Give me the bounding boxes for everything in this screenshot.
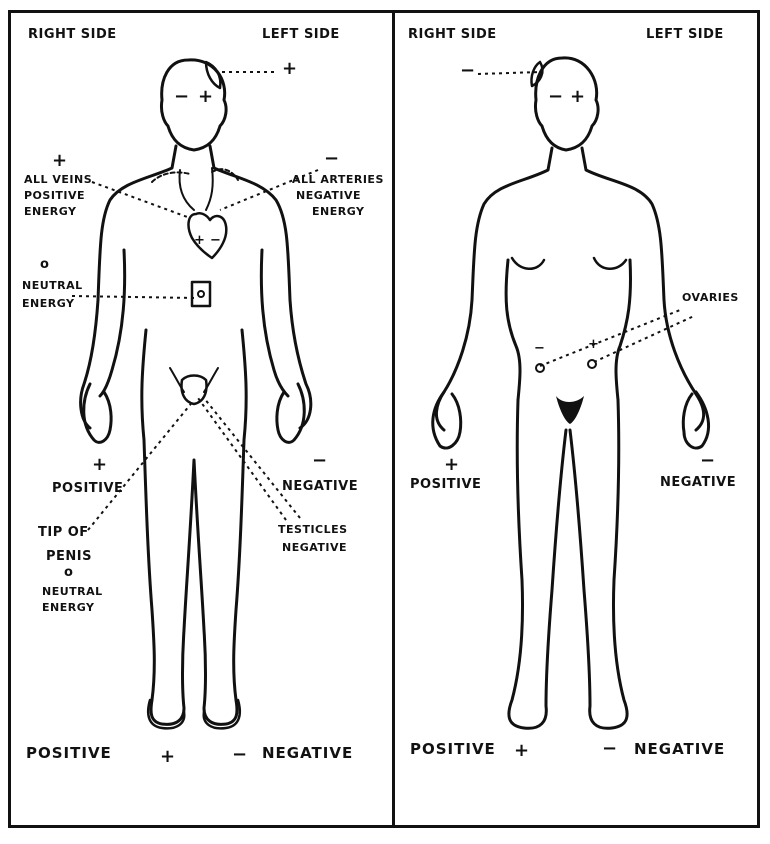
female-pubic: [556, 396, 584, 424]
female-waist: [506, 260, 630, 400]
leader-ovary-2: [594, 316, 694, 362]
leader-ovary-1: [540, 310, 680, 366]
female-left-hand: [683, 392, 708, 448]
veins-sign: +: [52, 152, 68, 171]
tip-line4: ENERGY: [42, 602, 94, 614]
leader-female-head: [478, 72, 540, 74]
tip-line3: NEUTRAL: [42, 586, 103, 598]
neutral-line1: NEUTRAL: [22, 280, 83, 292]
tip-line1: TIP OF: [38, 526, 89, 540]
veins-line2: POSITIVE: [24, 190, 85, 202]
arteries-sign: −: [324, 150, 340, 169]
female-footer-negative: NEGATIVE: [634, 742, 725, 758]
male-navel-box: [192, 282, 210, 306]
male-navel-dot: [198, 291, 204, 297]
female-header-left-side: LEFT SIDE: [646, 28, 724, 42]
male-legs-outline: [142, 330, 246, 724]
male-footer-plus: +: [160, 748, 176, 767]
male-left-hand-label: NEGATIVE: [282, 480, 358, 494]
male-header-left-side: LEFT SIDE: [262, 28, 340, 42]
male-footer-minus: −: [232, 746, 248, 765]
male-footer-negative: NEGATIVE: [262, 746, 353, 762]
arteries-line1: ALL ARTERIES: [292, 174, 384, 186]
female-head: [535, 58, 598, 150]
ovary-minus: −: [534, 342, 545, 356]
leader-neutral: [72, 296, 196, 298]
tip-line2: PENIS: [46, 550, 92, 564]
ovary-plus: +: [588, 338, 599, 352]
male-header-right-side: RIGHT SIDE: [28, 28, 117, 42]
male-face-plus: +: [198, 88, 214, 107]
neutral-line2: ENERGY: [22, 298, 74, 310]
female-right-hand-label: POSITIVE: [410, 478, 481, 492]
female-head-minus: −: [460, 62, 476, 81]
male-right-hand-sign: +: [92, 456, 108, 475]
male-head: [161, 60, 226, 150]
heart-plus: +: [194, 234, 205, 248]
male-inner-arm-right: [100, 250, 125, 396]
female-ear-patch: [531, 62, 542, 86]
female-breasts: [512, 258, 626, 269]
female-figure: [433, 58, 709, 728]
arteries-line2: NEGATIVE: [296, 190, 361, 202]
arteries-line3: ENERGY: [312, 206, 364, 218]
male-groin: [182, 376, 207, 405]
female-face-minus: −: [548, 88, 564, 107]
female-legs-outline: [509, 400, 627, 728]
veins-line1: ALL VEINS: [24, 174, 92, 186]
female-left-hand-sign: −: [700, 452, 716, 471]
male-face-minus: −: [174, 88, 190, 107]
testicles-line1: TESTICLES: [278, 524, 348, 536]
testicles-line2: NEGATIVE: [282, 542, 347, 554]
male-torso-outline: [81, 146, 311, 428]
male-left-hand: [277, 384, 304, 442]
ovary-left-circle: [588, 360, 596, 368]
tip-sign: o: [64, 566, 73, 580]
male-inner-arm-left: [261, 250, 288, 396]
female-header-right-side: RIGHT SIDE: [408, 28, 497, 42]
female-torso-outline: [436, 148, 703, 430]
female-left-hand-label: NEGATIVE: [660, 476, 736, 490]
female-face-plus: +: [570, 88, 586, 107]
female-footer-plus: +: [514, 742, 530, 761]
male-figure: [81, 60, 311, 729]
male-footer-positive: POSITIVE: [26, 746, 112, 762]
female-footer-positive: POSITIVE: [410, 742, 496, 758]
veins-line3: ENERGY: [24, 206, 76, 218]
male-right-hand: [84, 384, 111, 442]
heart-minus: −: [210, 234, 221, 248]
leader-testicles-2: [204, 398, 300, 518]
ovaries-label: OVARIES: [682, 292, 739, 304]
male-left-hand-sign: −: [312, 452, 328, 471]
neutral-sign: o: [40, 258, 49, 272]
female-right-hand-sign: +: [444, 456, 460, 475]
female-footer-minus: −: [602, 740, 618, 759]
male-right-hand-label: POSITIVE: [52, 482, 123, 496]
male-head-plus: +: [282, 60, 298, 79]
male-ear-patch: [206, 62, 220, 88]
